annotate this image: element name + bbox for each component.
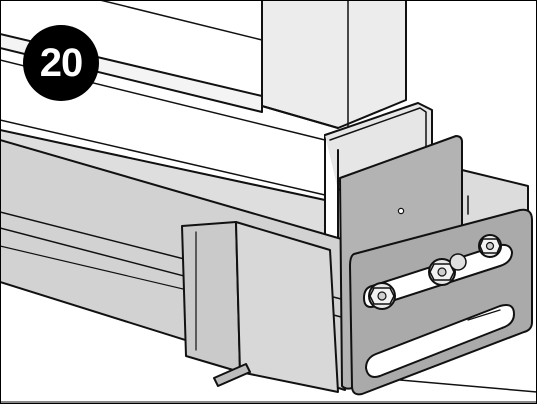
hex-bolt-right — [478, 234, 502, 258]
step-number: 20 — [39, 40, 83, 85]
hex-bolts — [368, 234, 502, 310]
leveling-foot — [213, 363, 251, 387]
hex-bolt-rear — [449, 253, 467, 271]
floor-line — [0, 379, 537, 403]
upright-post — [261, 0, 407, 129]
hex-bolt-middle — [428, 258, 456, 286]
side-bracket — [181, 221, 339, 393]
hex-bolt-left — [368, 282, 396, 310]
step-number-badge: 20 — [23, 25, 99, 101]
